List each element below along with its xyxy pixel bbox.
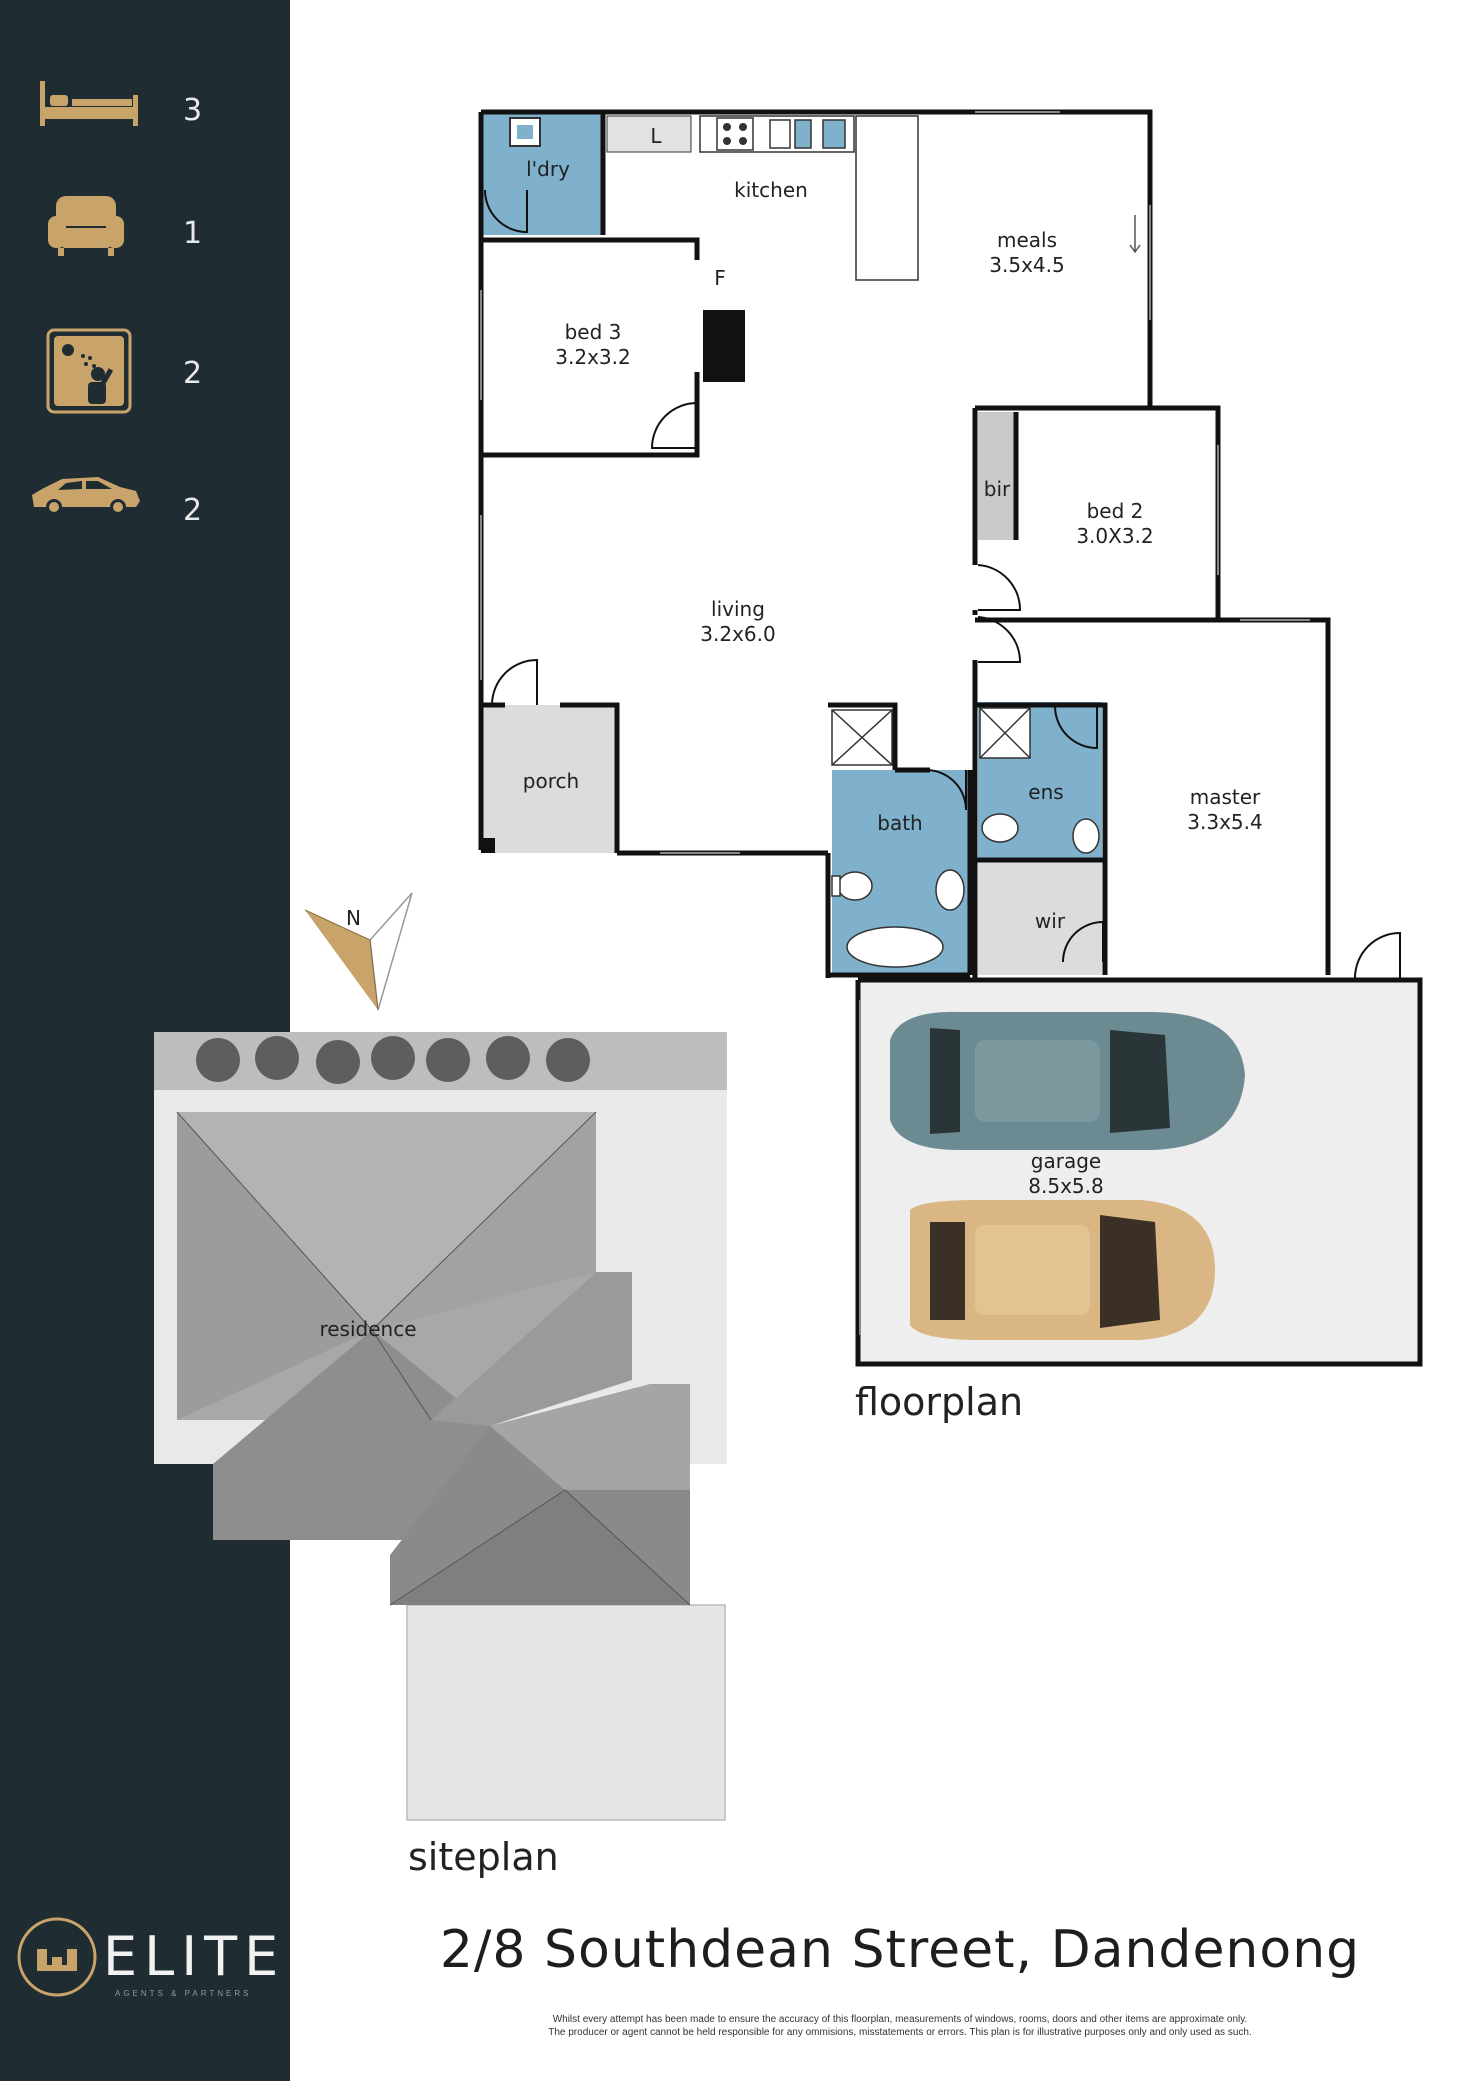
label-meals: meals: [997, 228, 1057, 252]
windows: [480, 111, 1310, 1335]
property-address: 2/8 Southdean Street, Dandenong: [439, 1920, 1361, 1980]
bedrooms-count: 3: [183, 93, 203, 128]
label-ens: ens: [1028, 780, 1063, 804]
walls: [478, 109, 1423, 1367]
sink-icon: [769, 119, 846, 149]
basin-bath: [935, 869, 965, 911]
fireplace: [703, 310, 745, 382]
disclaimer: Whilst every attempt has been made to en…: [440, 2013, 1360, 2039]
label-bed2-size: 3.0X3.2: [1076, 524, 1153, 548]
siteplan: residence siteplan: [154, 1032, 727, 1879]
feature-bathrooms: 2: [28, 328, 268, 418]
label-wir: wir: [1035, 909, 1066, 933]
fixtures: [831, 707, 1100, 968]
site-driveway: [406, 1604, 726, 1821]
brand-name: ELITE: [103, 1925, 286, 1988]
label-living-size: 3.2x6.0: [700, 622, 775, 646]
car-teal: [890, 1011, 1245, 1150]
porch-floor: [483, 705, 616, 853]
residence-roof: [176, 1111, 691, 1606]
cooktop-icon: [716, 117, 754, 151]
arrow-icon: [1129, 215, 1141, 254]
toilet-bath: [837, 871, 873, 901]
label-bir: bir: [984, 477, 1011, 501]
siteplan-title: siteplan: [408, 1835, 559, 1879]
door-swings: [484, 189, 1401, 979]
feature-living: 1: [28, 188, 268, 278]
disclaimer-line-1: Whilst every attempt has been made to en…: [552, 2014, 1248, 2025]
armchair-icon: [48, 196, 124, 256]
feature-bedrooms: 3: [28, 65, 268, 155]
floorplan: l'dry L kitchen meals 3.5x4.5 F bed 3 3.…: [478, 109, 1423, 1424]
bathrooms-count: 2: [183, 356, 203, 391]
disclaimer-line-2: The producer or agent cannot be held res…: [548, 2027, 1252, 2038]
toilet-ens: [981, 813, 1019, 843]
living-count: 1: [183, 216, 203, 251]
car-icon: [32, 477, 140, 515]
floorplan-title: floorplan: [855, 1380, 1023, 1424]
bathtub: [846, 926, 944, 968]
logo-emblem-icon: [17, 1917, 97, 1997]
label-garage: garage: [1031, 1149, 1101, 1173]
brand-logo[interactable]: ELITE AGENTS & PARTNERS: [15, 1915, 280, 2005]
label-bath: bath: [877, 811, 922, 835]
laundry-wet-area: [483, 112, 603, 235]
feature-car-spaces: 2: [28, 465, 268, 555]
label-linen: L: [650, 124, 662, 148]
label-fridge: F: [714, 266, 726, 290]
label-bed3: bed 3: [565, 320, 622, 344]
car-spaces-count: 2: [183, 493, 203, 528]
trees: [196, 1036, 590, 1084]
kitchen-island: [855, 115, 919, 281]
basin-ens: [1072, 818, 1100, 854]
label-laundry: l'dry: [526, 157, 570, 181]
washer-drum: [517, 125, 533, 139]
residence-label: residence: [319, 1317, 416, 1341]
label-master: master: [1190, 785, 1261, 809]
linen-cupboard: [606, 115, 692, 153]
label-porch: porch: [523, 769, 579, 793]
compass-label: N: [346, 906, 361, 930]
label-bed2: bed 2: [1087, 499, 1144, 523]
brand-tagline: AGENTS & PARTNERS: [115, 1989, 252, 1998]
north-compass: N: [304, 892, 413, 1011]
label-master-size: 3.3x5.4: [1187, 810, 1262, 834]
car-gold: [910, 1200, 1215, 1340]
bed-icon: [40, 81, 138, 126]
bir-cupboard: [978, 412, 1016, 540]
label-living: living: [711, 597, 765, 621]
wir-floor: [978, 860, 1102, 975]
label-kitchen: kitchen: [734, 178, 808, 202]
porch-post: [481, 838, 495, 853]
label-bed3-size: 3.2x3.2: [555, 345, 630, 369]
shower-icon: [46, 328, 132, 414]
label-meals-size: 3.5x4.5: [989, 253, 1064, 277]
label-garage-size: 8.5x5.8: [1028, 1174, 1103, 1198]
